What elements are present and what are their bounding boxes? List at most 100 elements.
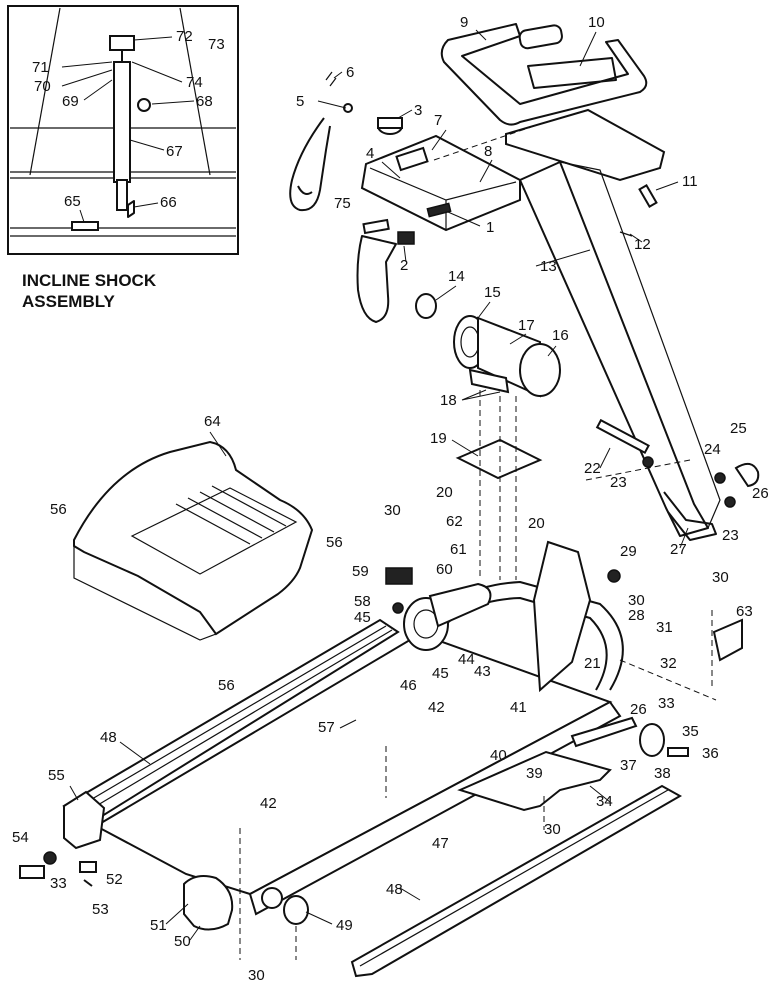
clip-66 <box>127 200 135 218</box>
callout-36: 36 <box>702 745 719 762</box>
callout-7: 7 <box>434 112 442 129</box>
callout-10: 10 <box>588 14 605 31</box>
screw-53 <box>83 879 93 887</box>
callout-20a: 20 <box>436 484 453 501</box>
callout-56b: 56 <box>326 534 343 551</box>
bolt-36 <box>667 747 689 757</box>
callout-17: 17 <box>518 317 535 334</box>
plate-34 <box>457 750 612 812</box>
callout-39: 39 <box>526 765 543 782</box>
callout-50: 50 <box>174 933 191 950</box>
upright-mount-20 <box>532 540 592 693</box>
callout-12: 12 <box>634 236 651 253</box>
callout-8: 8 <box>484 143 492 160</box>
bolt-68 <box>137 98 151 112</box>
motor-assembly <box>415 293 561 480</box>
incline-shock-inset: 72 73 71 74 70 69 68 67 65 66 <box>7 5 239 255</box>
handlebar-grip <box>518 24 563 50</box>
callout-45b: 45 <box>432 665 449 682</box>
bracket-63 <box>712 618 743 662</box>
callout-37: 37 <box>620 757 637 774</box>
callout-30c: 30 <box>712 569 729 586</box>
alignment-lines <box>239 123 717 960</box>
inset-title-line2: ASSEMBLY <box>22 292 116 311</box>
callout-40: 40 <box>490 747 507 764</box>
callout-60: 60 <box>436 561 453 578</box>
callout-3: 3 <box>414 102 422 119</box>
callout-30b: 30 <box>628 592 645 609</box>
bolt-22 <box>595 418 650 455</box>
wheel-49 <box>283 895 309 925</box>
callout-69: 69 <box>62 93 79 110</box>
clip-2b <box>397 231 415 245</box>
callout-71: 71 <box>32 59 49 76</box>
callout-29: 29 <box>620 543 637 560</box>
rear-end-cap-55 <box>63 790 106 850</box>
bolt-54 <box>19 865 45 879</box>
callout-48b: 48 <box>386 881 403 898</box>
callout-64: 64 <box>204 413 221 430</box>
clip-2 <box>362 218 390 235</box>
console-bracket-2 <box>356 235 397 323</box>
right-side-rail-47 <box>248 700 622 916</box>
callout-70: 70 <box>34 78 51 95</box>
handlebar-9 <box>440 23 648 126</box>
console-button <box>426 202 452 218</box>
callout-30a: 30 <box>384 502 401 519</box>
callout-55: 55 <box>48 767 65 784</box>
callout-30d: 30 <box>544 821 561 838</box>
callout-68: 68 <box>196 93 213 110</box>
callout-43: 43 <box>474 663 491 680</box>
callout-59: 59 <box>352 563 369 580</box>
shock-top-mount <box>109 35 135 51</box>
callout-67: 67 <box>166 143 183 160</box>
callout-45a: 45 <box>354 609 371 626</box>
callout-47: 47 <box>432 835 449 852</box>
callout-18: 18 <box>440 392 457 409</box>
console-7 <box>360 134 521 232</box>
callout-58: 58 <box>354 593 371 610</box>
knob-25 <box>734 462 760 488</box>
callout-49: 49 <box>336 917 353 934</box>
motor-cap-16 <box>519 343 561 397</box>
belt-guard-61 <box>428 582 492 628</box>
callout-20b: 20 <box>528 515 545 532</box>
callout-63: 63 <box>736 603 753 620</box>
callout-11: 11 <box>682 173 698 190</box>
callout-72: 72 <box>176 28 193 45</box>
callout-22: 22 <box>584 460 601 477</box>
upright-column <box>519 161 721 541</box>
callout-15: 15 <box>484 284 501 301</box>
callout-56c: 56 <box>218 677 235 694</box>
pulley-14 <box>415 293 437 319</box>
callout-57: 57 <box>318 719 335 736</box>
washer-58 <box>392 602 404 614</box>
lower-side-rail-48 <box>350 784 683 978</box>
callout-16: 16 <box>552 327 569 344</box>
callout-74: 74 <box>186 74 203 91</box>
callout-30e: 30 <box>248 967 265 984</box>
wheel-49b <box>261 887 283 909</box>
callout-32: 32 <box>660 655 677 672</box>
inset-title-line1: INCLINE SHOCK <box>22 271 157 290</box>
callout-1: 1 <box>486 219 494 236</box>
callout-24: 24 <box>704 441 721 458</box>
callout-26a: 26 <box>752 485 769 502</box>
callout-19: 19 <box>430 430 447 447</box>
callout-21: 21 <box>584 655 601 672</box>
callout-labels: 1 2 3 4 5 6 7 8 9 10 11 12 13 14 15 16 1… <box>12 14 769 984</box>
upright-base-27 <box>663 491 717 541</box>
inset-frame <box>7 5 239 255</box>
rear-end-cap-50 <box>183 875 234 931</box>
callout-51: 51 <box>150 917 167 934</box>
leader-lines <box>69 29 689 941</box>
handlebar-assembly <box>440 23 666 182</box>
callout-46: 46 <box>400 677 417 694</box>
nut-33 <box>43 851 57 865</box>
callout-73: 73 <box>208 36 225 53</box>
callout-42a: 42 <box>428 699 445 716</box>
callout-65: 65 <box>64 193 81 210</box>
callout-75: 75 <box>334 195 351 212</box>
callout-14: 14 <box>448 268 465 285</box>
